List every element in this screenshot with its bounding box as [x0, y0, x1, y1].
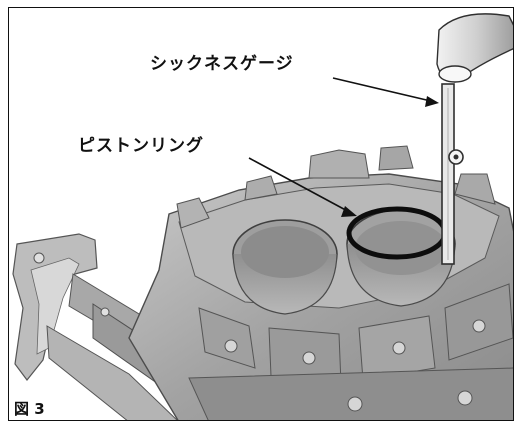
right-cylinder-bore	[346, 209, 456, 307]
piston-ring-label: ピストンリング	[78, 136, 204, 156]
figure-caption: 図 3	[13, 399, 49, 418]
callout-arrow-ring	[248, 157, 357, 217]
engine-block-illustration	[12, 13, 513, 420]
callout-arrow-gauge	[332, 77, 439, 107]
thickness-gauge	[436, 13, 513, 265]
left-cylinder-bore	[232, 219, 338, 315]
block-lower-details	[188, 283, 513, 420]
figure-frame: シックネスゲージ ピストンリング 図 3	[8, 7, 514, 421]
thickness-gauge-label: シックネスゲージ	[150, 54, 294, 74]
